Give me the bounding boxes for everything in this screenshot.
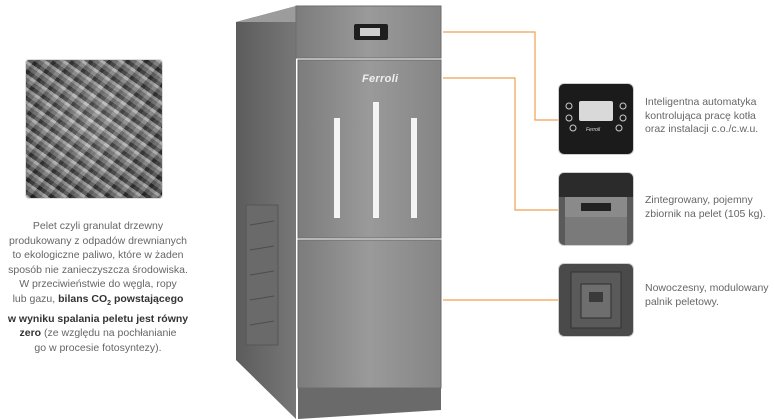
callout-line-display — [443, 31, 559, 121]
callout-automation: Inteligentna automatyka kontrolująca pra… — [645, 96, 774, 137]
callout-text: Inteligentna automatyka — [645, 96, 757, 108]
pellet-photo — [26, 60, 162, 198]
control-button-icon — [569, 124, 577, 132]
control-panel-thumb — [559, 84, 633, 154]
pellet-text-line: produkowany z odpadów drewnianych — [8, 234, 188, 247]
callout-text: Zintegrowany, pojemny — [645, 194, 753, 206]
boiler-base — [298, 388, 441, 419]
pellet-text-fragment: w wyniku spalania peletu jest równy — [7, 312, 189, 325]
control-panel-logo: Ferroli — [586, 127, 601, 133]
callout-text: oraz instalacji c.o./c.w.u. — [645, 123, 759, 135]
pellet-text-line: Pelet czyli granulat drzewny — [32, 220, 164, 232]
burner-svg — [570, 271, 622, 329]
callout-text: palnik peletowy. — [645, 295, 719, 308]
burner-cover — [580, 283, 612, 319]
control-screen — [579, 101, 613, 121]
pellet-text-line: go w procesie fotosyntezy). — [34, 341, 162, 354]
control-button-icon — [615, 124, 623, 132]
pellet-text-fragment: lub gazu, — [12, 292, 59, 305]
callout-text: Nowoczesny, modulowany — [645, 282, 769, 294]
boiler-light-strip — [334, 118, 340, 218]
tank-display — [581, 203, 611, 211]
boiler-light-strip — [373, 102, 379, 218]
pellet-text-line: W przeciwieństwie do węgla, ropy — [19, 278, 177, 291]
pellet-text-line: zero (ze względu na pochłanianie — [0, 326, 196, 341]
control-button-icon — [619, 102, 627, 110]
callout-line-tank — [443, 77, 559, 211]
callout-text: zbiornik na pelet (105 kg). — [645, 207, 766, 220]
pellet-text-fragment: (ze względu na pochłanianie — [41, 327, 177, 340]
pellet-tank-svg — [559, 173, 633, 245]
boiler-upper-door — [297, 59, 442, 239]
control-button-icon — [565, 102, 573, 110]
control-panel-svg — [565, 101, 627, 132]
control-button-icon — [619, 114, 627, 122]
boiler-illustration — [236, 0, 456, 419]
co2-label: bilans CO — [58, 292, 108, 305]
co2-subscript: 2 — [107, 300, 112, 308]
boiler-lower-door — [297, 239, 442, 389]
callout-tank: Zintegrowany, pojemny zbiornik na pelet … — [645, 194, 774, 221]
pellet-text-line: to ekologiczne paliwo, które w żaden — [12, 249, 184, 262]
pellet-text-line: w wyniku spalania peletu jest równy — [0, 312, 196, 327]
burner-thumb — [559, 264, 633, 336]
zero-label: zero — [19, 327, 42, 340]
boiler-display-screen — [360, 28, 380, 36]
pellet-tank-thumb — [559, 173, 633, 245]
pellet-text-line: sposób nie zanieczyszcza środowiska. — [8, 263, 188, 276]
boiler-svg — [236, 5, 442, 419]
pellet-text-line: lub gazu, bilans CO2 powstającego — [0, 292, 196, 312]
ferroli-logo: Ferroli — [362, 73, 399, 85]
callout-burner: Nowoczesny, modulowany palnik peletowy. — [645, 282, 774, 309]
callout-text: kontrolująca pracę kotła — [645, 109, 756, 122]
pellet-description: Pelet czyli granulat drzewny produkowany… — [0, 219, 196, 355]
control-button-icon — [565, 114, 573, 122]
pellet-text-fragment: powstającego — [111, 292, 184, 305]
boiler-light-strip — [411, 118, 417, 218]
